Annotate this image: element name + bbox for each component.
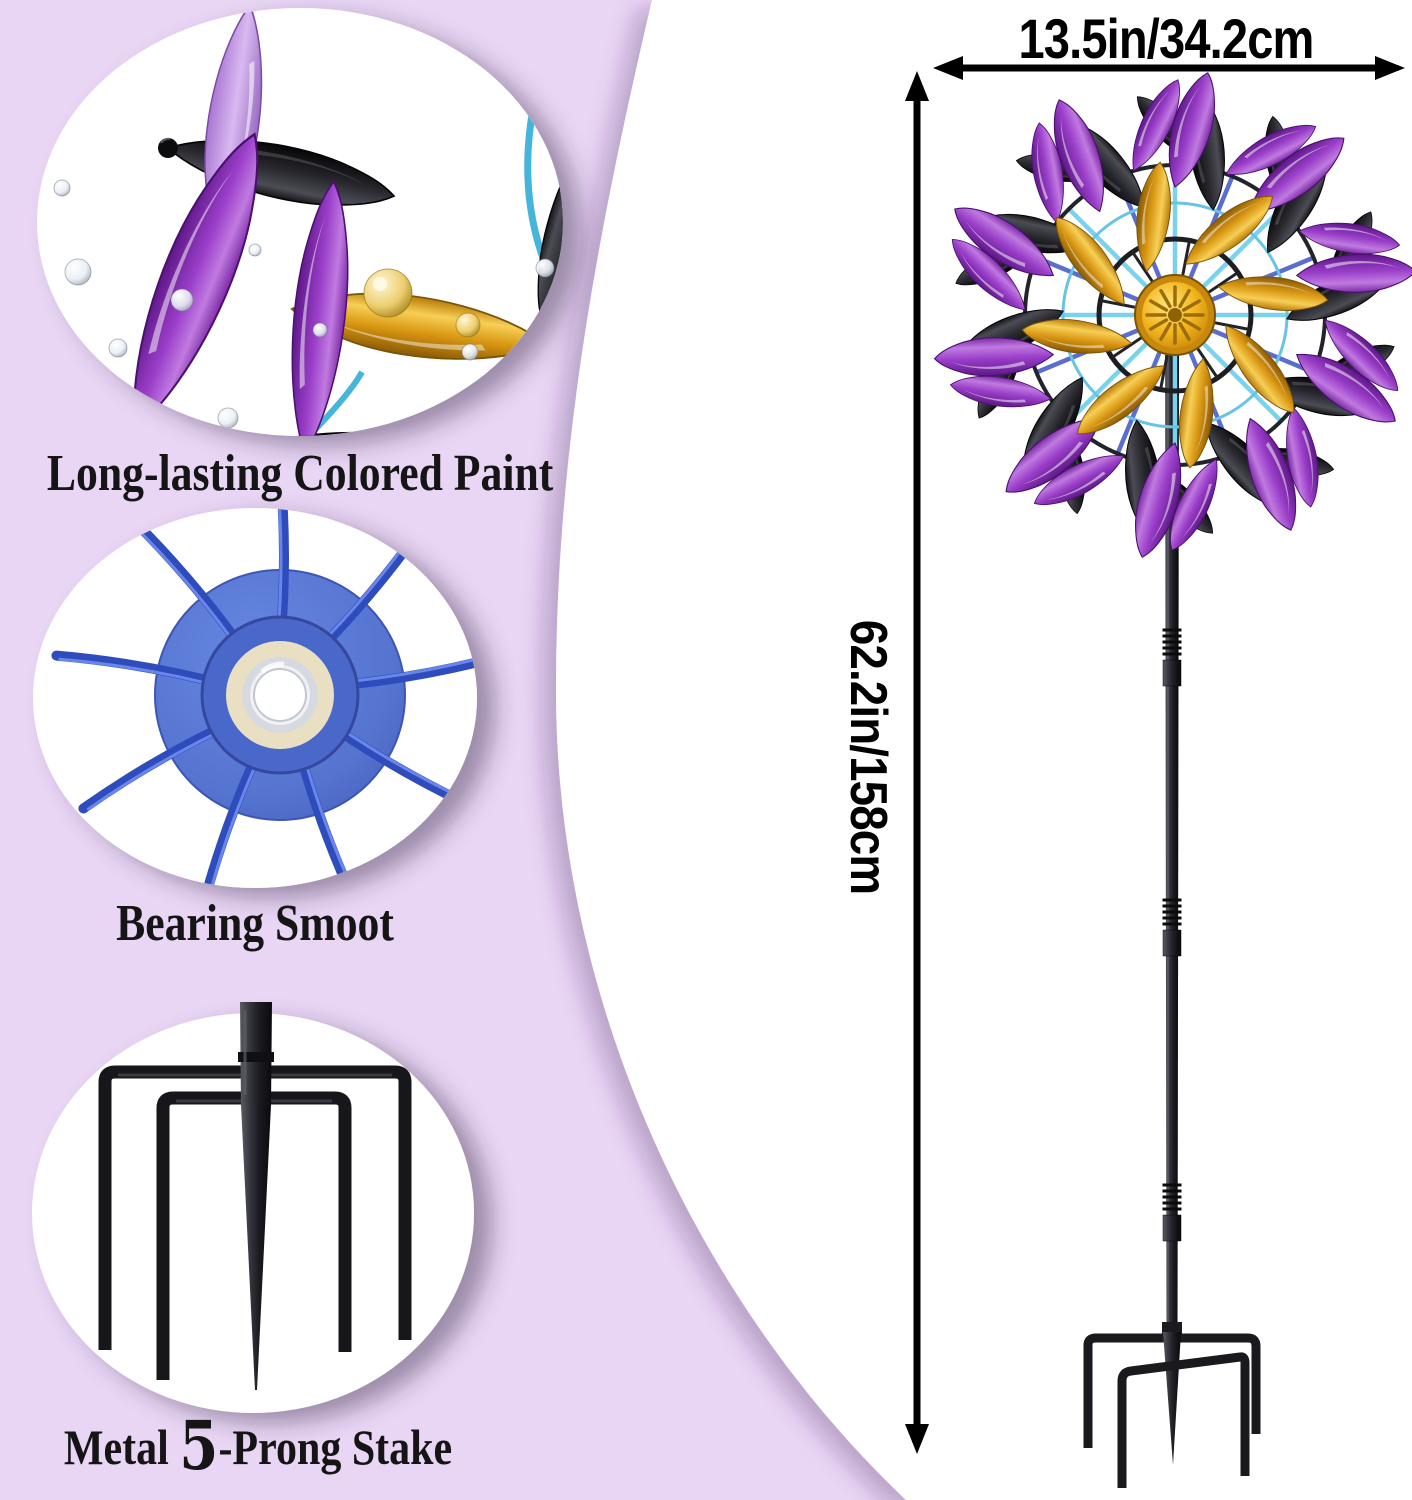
bearing-closeup-photo — [51, 508, 477, 888]
ground-stake-base — [1083, 1322, 1261, 1488]
caption-stake: Metal 5-Prong Stake — [63, 1406, 453, 1485]
caption-bearing: Bearing Smoot — [116, 895, 394, 952]
stake-closeup-photo — [98, 1002, 412, 1390]
spinner-hub-medallion — [1134, 274, 1216, 356]
height-dimension-arrow — [905, 71, 929, 1454]
head-inner-ring — [1096, 236, 1254, 394]
base-front-prongs — [1117, 1352, 1250, 1488]
caption-paint: Long-lasting Colored Paint — [46, 445, 554, 502]
feature-oval-bearing — [33, 508, 477, 888]
water-droplets — [53, 179, 555, 429]
feature-oval-stake — [32, 1002, 474, 1413]
width-dimension-arrow — [933, 56, 1405, 80]
spinner-head — [933, 67, 1412, 563]
bearing-bore — [253, 668, 307, 722]
blue-wire — [297, 370, 365, 436]
width-dimension-label: 13.5in/34.2cm — [1018, 7, 1314, 70]
height-dimension-label: 62.2in/158cm — [839, 619, 897, 895]
stake-spike — [241, 1105, 271, 1390]
fancy-five: 5 — [179, 1406, 219, 1485]
pole-couplings — [1162, 628, 1182, 1242]
head-blue-ring — [1061, 201, 1289, 429]
rivet — [158, 138, 178, 158]
feature-oval-paint — [37, 8, 563, 436]
wind-spinner-product — [905, 56, 1412, 1488]
